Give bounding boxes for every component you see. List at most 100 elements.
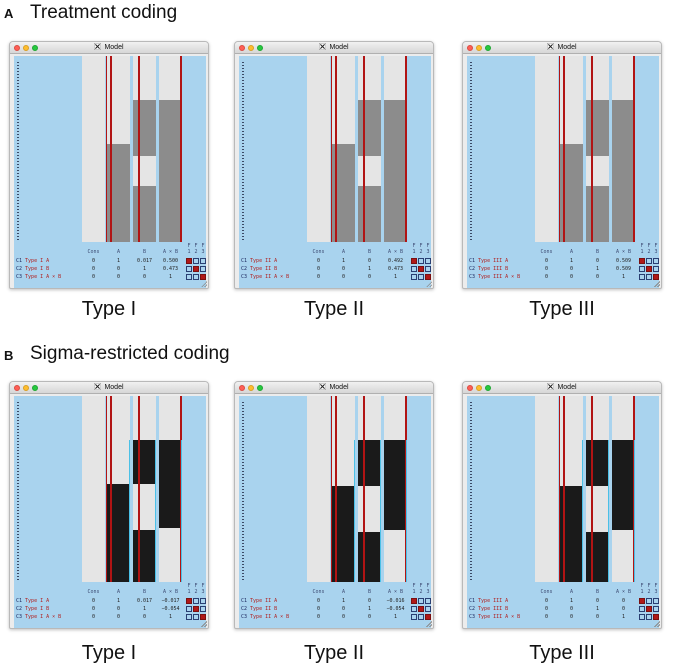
f-checkbox[interactable] — [425, 614, 431, 620]
f-checkbox[interactable] — [411, 598, 417, 604]
f-checkbox[interactable] — [200, 606, 206, 612]
resize-grip-icon[interactable] — [201, 281, 207, 287]
f-checkbox[interactable] — [639, 274, 645, 280]
f-checkbox[interactable] — [186, 606, 192, 612]
f-checkbox[interactable] — [653, 614, 659, 620]
f-checkbox[interactable] — [193, 258, 199, 264]
f-checkbox[interactable] — [186, 266, 192, 272]
f-checkbox[interactable] — [200, 266, 206, 272]
f-checkbox[interactable] — [646, 606, 652, 612]
contrast-row-label[interactable]: C3 Type III A × B — [469, 614, 520, 620]
window-titlebar[interactable]: Model — [235, 42, 433, 54]
f-checkbox[interactable] — [411, 266, 417, 272]
f-checkbox[interactable] — [639, 614, 645, 620]
f-checkbox[interactable] — [639, 258, 645, 264]
close-dot-icon[interactable] — [14, 385, 20, 391]
resize-grip-icon[interactable] — [426, 621, 432, 627]
minimize-dot-icon[interactable] — [23, 385, 29, 391]
f-checkbox[interactable] — [418, 266, 424, 272]
close-dot-icon[interactable] — [239, 385, 245, 391]
f-checkbox[interactable] — [418, 606, 424, 612]
f-checkbox[interactable] — [653, 274, 659, 280]
f-checkbox[interactable] — [186, 274, 192, 280]
maximize-dot-icon[interactable] — [32, 385, 38, 391]
maximize-dot-icon[interactable] — [32, 45, 38, 51]
f-checkbox[interactable] — [193, 606, 199, 612]
f-checkbox[interactable] — [411, 606, 417, 612]
maximize-dot-icon[interactable] — [257, 45, 263, 51]
f-checkbox[interactable] — [646, 614, 652, 620]
minimize-dot-icon[interactable] — [248, 45, 254, 51]
close-dot-icon[interactable] — [14, 45, 20, 51]
resize-grip-icon[interactable] — [654, 621, 660, 627]
resize-grip-icon[interactable] — [201, 621, 207, 627]
f-checkbox[interactable] — [193, 614, 199, 620]
close-dot-icon[interactable] — [467, 385, 473, 391]
f-checkbox[interactable] — [646, 258, 652, 264]
minimize-dot-icon[interactable] — [248, 385, 254, 391]
f-checkbox[interactable] — [193, 266, 199, 272]
contrast-row-label[interactable]: C3 Type I A × B — [16, 274, 61, 280]
resize-grip-icon[interactable] — [426, 281, 432, 287]
f-checkbox[interactable] — [186, 258, 192, 264]
close-dot-icon[interactable] — [239, 45, 245, 51]
f-checkbox[interactable] — [200, 598, 206, 604]
contrast-row-label[interactable]: C1 Type III A — [469, 598, 508, 604]
f-checkbox[interactable] — [193, 274, 199, 280]
f-checkbox[interactable] — [653, 266, 659, 272]
f-checkbox[interactable] — [186, 614, 192, 620]
f-checkbox[interactable] — [418, 258, 424, 264]
f-checkbox[interactable] — [200, 614, 206, 620]
window-titlebar[interactable]: Model — [235, 382, 433, 394]
f-checkbox[interactable] — [186, 598, 192, 604]
f-checkbox[interactable] — [639, 266, 645, 272]
contrast-row-label[interactable]: C2 Type III B — [469, 606, 508, 612]
contrast-row-label[interactable]: C2 Type I B — [16, 606, 49, 612]
contrast-row-label[interactable]: C1 Type I A — [16, 598, 49, 604]
f-checkbox[interactable] — [425, 598, 431, 604]
f-checkbox[interactable] — [425, 258, 431, 264]
window-titlebar[interactable]: Model — [10, 382, 208, 394]
maximize-dot-icon[interactable] — [485, 385, 491, 391]
f-checkbox[interactable] — [193, 598, 199, 604]
f-checkbox[interactable] — [418, 598, 424, 604]
f-checkbox[interactable] — [646, 274, 652, 280]
contrast-row-label[interactable]: C1 Type II A — [241, 598, 277, 604]
f-checkbox[interactable] — [411, 274, 417, 280]
contrast-row-label[interactable]: C2 Type II B — [241, 266, 277, 272]
f-checkbox[interactable] — [411, 614, 417, 620]
f-checkbox[interactable] — [425, 266, 431, 272]
resize-grip-icon[interactable] — [654, 281, 660, 287]
close-dot-icon[interactable] — [467, 45, 473, 51]
f-checkbox[interactable] — [425, 606, 431, 612]
window-titlebar[interactable]: Model — [10, 42, 208, 54]
minimize-dot-icon[interactable] — [476, 385, 482, 391]
contrast-row-label[interactable]: C3 Type III A × B — [469, 274, 520, 280]
contrast-row-label[interactable]: C1 Type I A — [16, 258, 49, 264]
maximize-dot-icon[interactable] — [257, 385, 263, 391]
f-checkbox[interactable] — [653, 606, 659, 612]
window-titlebar[interactable]: Model — [463, 382, 661, 394]
f-checkbox[interactable] — [200, 274, 206, 280]
window-titlebar[interactable]: Model — [463, 42, 661, 54]
f-checkbox[interactable] — [418, 274, 424, 280]
contrast-row-label[interactable]: C2 Type II B — [241, 606, 277, 612]
minimize-dot-icon[interactable] — [23, 45, 29, 51]
contrast-row-label[interactable]: C1 Type III A — [469, 258, 508, 264]
f-checkbox[interactable] — [646, 598, 652, 604]
f-checkbox[interactable] — [411, 258, 417, 264]
f-checkbox[interactable] — [418, 614, 424, 620]
contrast-row-label[interactable]: C2 Type III B — [469, 266, 508, 272]
f-checkbox[interactable] — [639, 606, 645, 612]
contrast-row-label[interactable]: C3 Type II A × B — [241, 274, 289, 280]
